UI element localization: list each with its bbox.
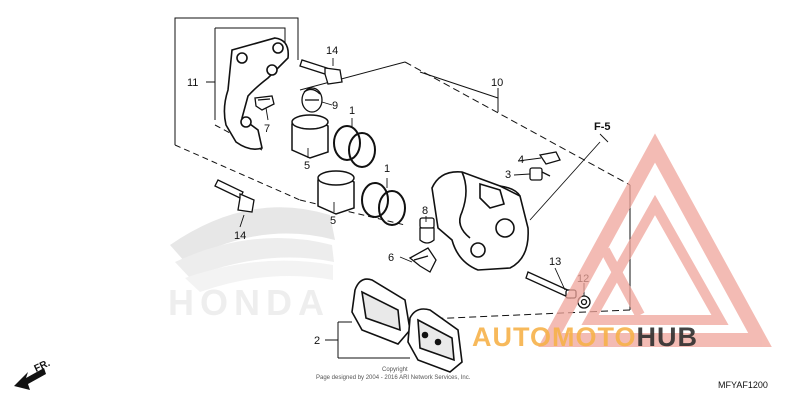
caliper-body — [431, 171, 529, 271]
retainer-clip — [254, 95, 275, 111]
piston-seals-upper — [333, 125, 376, 168]
brand-text-primary: AUTOMOTO — [472, 322, 637, 352]
callout-11: 11 — [187, 77, 198, 89]
callout-1a: 1 — [349, 105, 355, 117]
piston-seals-lower — [361, 182, 406, 226]
brand-text-secondary: HUB — [637, 322, 699, 352]
bolt-bottom — [214, 179, 255, 213]
bleeder-screw — [529, 167, 551, 181]
honda-wing-logo: HONDA — [168, 207, 335, 323]
svg-text:AUTOMOTOHUB: AUTOMOTOHUB — [472, 322, 698, 352]
callout-3: 3 — [505, 169, 511, 181]
bleeder-cap — [538, 151, 561, 165]
callout-5b: 5 — [330, 215, 336, 227]
watermark-brand: AUTOMOTOHUB — [472, 322, 698, 352]
callout-9: 9 — [332, 100, 338, 112]
front-arrow-icon: FR. — [14, 358, 52, 390]
piston-lower — [317, 170, 355, 215]
callout-2: 2 — [314, 335, 320, 347]
diagram-code: MFYAF1200 — [718, 380, 768, 390]
copyright-line: Page designed by 2004 - 2016 ARI Network… — [316, 375, 471, 381]
callout-5a: 5 — [304, 160, 310, 172]
callout-4: 4 — [518, 154, 524, 166]
leader-lines — [239, 58, 609, 296]
front-marker-label: FR. — [33, 358, 52, 375]
callout-14a: 14 — [326, 45, 338, 57]
callout-13: 13 — [549, 256, 561, 268]
callout-10: 10 — [491, 77, 503, 89]
callout-7: 7 — [264, 123, 270, 135]
pad-group-outline — [325, 321, 410, 359]
callout-1b: 1 — [384, 163, 390, 175]
brake-pad-set — [351, 278, 463, 373]
callout-6: 6 — [388, 252, 394, 264]
caliper-bracket — [223, 37, 290, 150]
honda-logo-text: HONDA — [168, 282, 330, 323]
callout-8: 8 — [422, 205, 428, 217]
slide-pin — [419, 217, 435, 244]
pad-spring — [408, 247, 437, 273]
copyright-heading: Copyright — [382, 367, 408, 373]
callout-14b: 14 — [234, 230, 246, 242]
direction-ref: F-5 — [594, 121, 611, 133]
callout-labels: 1 1 2 3 4 5 5 6 7 8 9 10 11 12 13 14 14 … — [187, 45, 611, 347]
bolt-top — [299, 59, 343, 85]
watermark-triangle-logo — [538, 133, 772, 347]
piston-upper — [291, 114, 329, 159]
pin-boot — [301, 87, 323, 113]
